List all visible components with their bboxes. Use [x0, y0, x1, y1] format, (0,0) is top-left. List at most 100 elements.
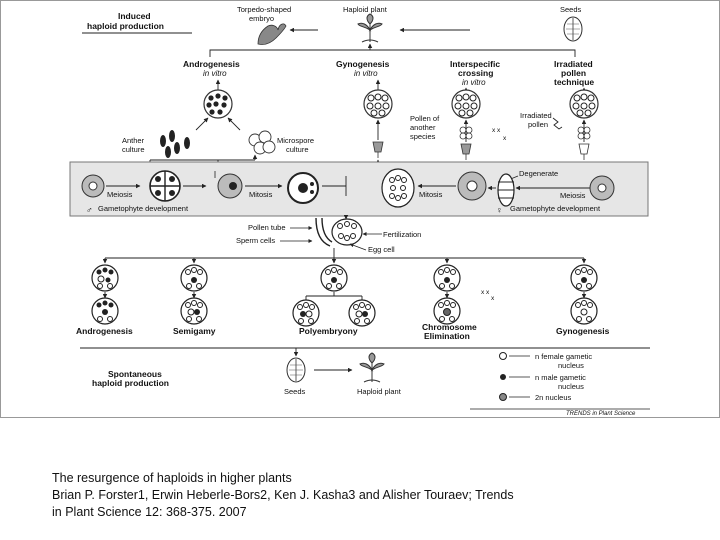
- megaspore-tetrad-cell: [497, 173, 515, 207]
- method-androgenesis: Androgenesis: [183, 59, 240, 69]
- outcome-cell-elimination-2: [433, 297, 461, 325]
- pollen-of-line2: another: [410, 123, 436, 132]
- outcome-cell-polyembryony-2a: [292, 299, 320, 327]
- irradiated-pollen-line1: Irradiated: [520, 111, 552, 120]
- legend-male-line2: nucleus: [558, 382, 584, 391]
- outcome-cell-semigamy-1: [180, 264, 208, 292]
- megaspore-mother-cell: [589, 175, 615, 201]
- arrow-egg: [349, 243, 367, 251]
- elimination-marks: x x: [481, 289, 490, 296]
- haploid-production-diagram: Induced haploid production Torpedo-shape…: [0, 0, 720, 418]
- irradiated-cell: [569, 89, 599, 119]
- torpedo-label-line2: embryo: [249, 14, 274, 23]
- method-gynogenesis: Gynogenesis: [336, 59, 390, 69]
- anther-culture-line2: culture: [122, 145, 145, 154]
- irradiated-pollen-line2: pollen: [528, 120, 548, 129]
- torpedo-embryo-icon: [257, 23, 287, 45]
- induced-title-line1: Induced: [118, 11, 151, 21]
- caption-title: The resurgence of haploids in higher pla…: [52, 471, 292, 485]
- source-label: TRENDS in Plant Science: [566, 411, 636, 417]
- outcome-cell-elimination-1: [433, 264, 461, 292]
- method-irradiated-line1: Irradiated: [554, 59, 593, 69]
- spontaneous-line2: haploid production: [92, 378, 169, 388]
- outcome-androgenesis: Androgenesis: [76, 326, 133, 336]
- caption-authors: Brian P. Forster1, Erwin Heberle-Bors2, …: [52, 488, 514, 502]
- spontaneous-line1: Spontaneous: [108, 369, 162, 379]
- fertilized-embryo-sac: [331, 218, 363, 246]
- outcome-cell-gynogenesis-1: [570, 264, 598, 292]
- pollen-tube-label: Pollen tube: [248, 223, 286, 232]
- pollen-tube-icon-2: [321, 217, 333, 243]
- radiation-icon: [552, 117, 563, 130]
- foreign-pollen-icon: [459, 126, 473, 140]
- mitosis-right-label: Mitosis: [419, 190, 443, 199]
- meiosis-left-label: Meiosis: [107, 190, 133, 199]
- mitosis-left-label: Mitosis: [249, 190, 273, 199]
- embryo-sac-cell: [381, 168, 415, 208]
- male-symbol: ♂: [86, 205, 93, 215]
- tetrad-cell: [149, 170, 181, 202]
- seeds-top-label: Seeds: [560, 5, 582, 14]
- arrow-r2-split: [305, 292, 363, 300]
- method-irradiated-line2: pollen: [561, 68, 586, 78]
- outcome-cell-androgenesis-1: [91, 264, 119, 292]
- spontaneous-plant-label: Haploid plant: [357, 387, 402, 396]
- figure-caption: The resurgence of haploids in higher pla…: [52, 470, 692, 521]
- legend-2n-nucleus-icon: [499, 393, 507, 401]
- top-bracket: [209, 49, 576, 57]
- caption-journal: in Plant Science 12: 368-375. 2007: [52, 505, 247, 519]
- legend-female-line1: n female gametic: [535, 352, 592, 361]
- outcome-chromosome-line2: Elimination: [424, 331, 470, 341]
- outcome-cell-semigamy-2: [180, 297, 208, 325]
- gametophyte-left-label: Gametophyte development: [98, 204, 189, 213]
- legend: n female gametic nucleus n male gametic …: [499, 352, 592, 402]
- chromosome-marks: x x: [492, 127, 501, 134]
- outcome-polyembryony: Polyembryony: [299, 326, 358, 336]
- sperm-cells-label: Sperm cells: [236, 236, 275, 245]
- egg-cell-label: Egg cell: [368, 245, 395, 254]
- method-interspecific-line2: crossing: [458, 68, 493, 78]
- torpedo-label-line1: Torpedo-shaped: [237, 5, 291, 14]
- outcome-cell-gynogenesis-2: [570, 297, 598, 325]
- pollen-grain-cell: [287, 172, 319, 204]
- microspore-icon: [248, 130, 276, 155]
- outcome-gynogenesis: Gynogenesis: [556, 326, 610, 336]
- legend-2n-label: 2n nucleus: [535, 393, 572, 402]
- androgenesis-invitro-cell: [203, 89, 233, 119]
- haploid-plant-top-label: Haploid plant: [343, 5, 388, 14]
- outcome-cell-androgenesis-2: [91, 297, 119, 325]
- arrow-microspore: [227, 117, 241, 131]
- haploid-plant-icon: [357, 13, 383, 43]
- ovary-icon-3: [578, 143, 590, 160]
- gametophyte-right-label: Gametophyte development: [510, 204, 601, 213]
- pollen-tube-icon: [315, 217, 331, 247]
- legend-male-line1: n male gametic: [535, 373, 586, 382]
- pollen-of-line1: Pollen of: [410, 114, 440, 123]
- meiosis-right-label: Meiosis: [560, 191, 586, 200]
- method-interspecific-sub: in vitro: [462, 78, 486, 87]
- interspecific-cell: [451, 89, 481, 119]
- spontaneous-seed-icon: [286, 357, 306, 383]
- gynogenesis-invitro-cell: [363, 89, 393, 119]
- degenerate-label: Degenerate: [519, 169, 558, 178]
- anther-icon: [160, 130, 190, 158]
- ovary-icon: [372, 141, 384, 158]
- pollen-mother-cell: [81, 174, 105, 198]
- method-irradiated-line3: technique: [554, 77, 594, 87]
- microspore-culture-line1: Microspore: [277, 136, 314, 145]
- microspore-culture-line2: culture: [286, 145, 309, 154]
- method-gynogenesis-sub: in vitro: [354, 69, 378, 78]
- anther-culture-line1: Anther: [122, 136, 145, 145]
- pollen-of-line3: species: [410, 132, 436, 141]
- legend-female-line2: nucleus: [558, 361, 584, 370]
- outcome-chromosome-line1: Chromosome: [422, 322, 477, 332]
- functional-megaspore-cell: [457, 171, 487, 201]
- chromosome-marks-2: x: [503, 135, 507, 142]
- arrow-anther: [195, 117, 209, 131]
- elimination-marks-2: x: [491, 295, 495, 302]
- spontaneous-seeds-label: Seeds: [284, 387, 306, 396]
- outcome-semigamy: Semigamy: [173, 326, 216, 336]
- induced-title-line2: haploid production: [87, 21, 164, 31]
- female-symbol: ♀: [496, 205, 503, 215]
- legend-female-nucleus-icon: [499, 352, 507, 360]
